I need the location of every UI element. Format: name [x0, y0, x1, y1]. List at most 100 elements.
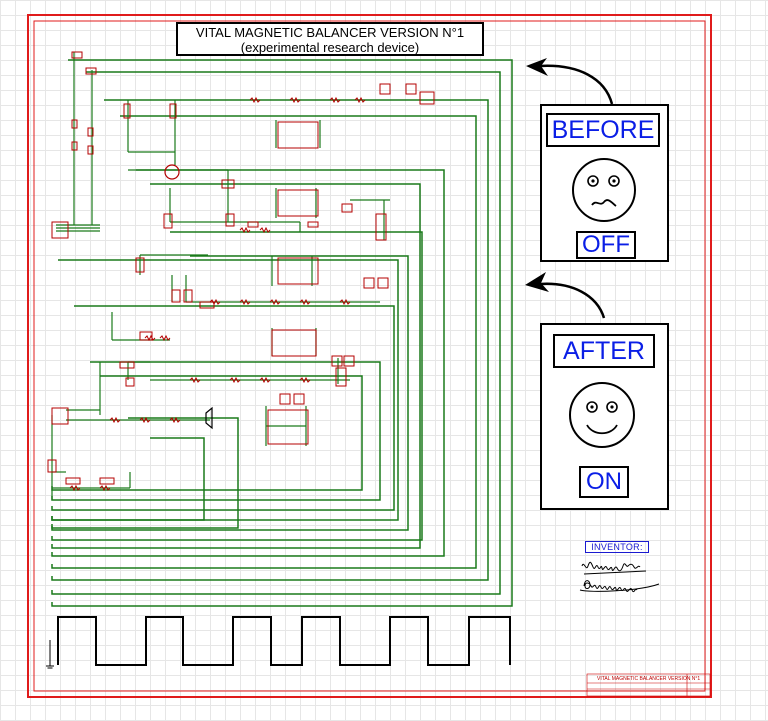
arrow-top-head	[526, 58, 548, 76]
component	[277, 121, 319, 149]
component	[71, 119, 78, 129]
ground-symbol	[46, 640, 54, 669]
component	[87, 145, 94, 155]
resistor	[144, 334, 156, 342]
sad-face-icon	[572, 158, 636, 222]
outer-frame	[27, 14, 712, 698]
resistor	[69, 484, 81, 492]
resistor	[159, 334, 171, 342]
component	[363, 277, 375, 289]
bus-loop	[51, 59, 513, 607]
resistor	[169, 416, 181, 424]
component	[279, 393, 291, 405]
component	[171, 289, 181, 303]
bus-loop	[51, 71, 501, 595]
component	[267, 409, 309, 445]
inventor-label: INVENTOR:	[585, 541, 649, 553]
component	[183, 289, 193, 303]
title-line-1: VITAL MAGNETIC BALANCER VERSION N°1	[195, 25, 465, 40]
resistor	[259, 376, 271, 384]
bus-loop	[51, 169, 445, 557]
resistor	[329, 96, 341, 104]
component	[221, 179, 235, 189]
component	[139, 331, 153, 341]
bus-loop	[51, 231, 423, 541]
circuit-wires	[51, 52, 390, 500]
bus-loop	[51, 255, 409, 531]
component	[343, 355, 355, 367]
component	[87, 127, 94, 137]
component	[379, 83, 391, 95]
resistor	[259, 226, 271, 234]
component	[277, 257, 319, 285]
resistor	[239, 226, 251, 234]
resistor	[249, 96, 261, 104]
component	[51, 221, 69, 239]
bus-loop	[51, 417, 239, 529]
wire-bus-loops	[51, 59, 513, 607]
component	[331, 355, 343, 367]
component	[375, 213, 387, 241]
component	[277, 189, 319, 217]
component	[51, 407, 69, 425]
resistor	[189, 376, 201, 384]
bus-loop	[51, 259, 399, 521]
on-label: ON	[579, 466, 629, 498]
component	[419, 91, 435, 105]
resistor	[339, 298, 351, 306]
component	[271, 329, 317, 357]
component	[377, 277, 389, 289]
arrow-top	[539, 64, 614, 105]
inventor-signatures	[579, 561, 660, 593]
component	[135, 257, 145, 273]
component	[71, 141, 78, 151]
off-label: OFF	[576, 231, 636, 259]
coil	[164, 164, 180, 180]
resistor	[289, 96, 301, 104]
drawing-title: VITAL MAGNETIC BALANCER VERSION N°1 (exp…	[176, 22, 484, 56]
bus-loop	[51, 361, 381, 501]
bus-loop	[51, 115, 477, 569]
component	[199, 301, 215, 309]
resistor	[239, 298, 251, 306]
speaker	[205, 406, 213, 430]
inner-frame	[33, 20, 706, 692]
component	[125, 377, 135, 387]
circuit-components	[47, 51, 435, 492]
resistor	[139, 416, 151, 424]
component	[47, 459, 57, 473]
happy-face-icon	[569, 382, 635, 448]
arrow-bottom-head	[525, 272, 549, 292]
resistor	[229, 376, 241, 384]
resistor	[269, 298, 281, 306]
after-heading: AFTER	[553, 334, 655, 368]
component	[335, 367, 347, 387]
component	[307, 221, 319, 228]
resistor	[299, 298, 311, 306]
component	[119, 361, 135, 369]
component	[85, 67, 97, 75]
resistor	[99, 484, 111, 492]
component	[71, 51, 83, 59]
component	[123, 103, 131, 119]
resistor	[354, 96, 366, 104]
arrow-bottom	[539, 282, 606, 319]
component	[163, 213, 173, 229]
component	[169, 103, 177, 119]
title-block-name: VITAL MAGNETIC BALANCER VERSION N°1	[597, 676, 701, 682]
component	[293, 393, 305, 405]
bus-loop	[51, 375, 363, 491]
component	[225, 213, 235, 227]
bus-loop	[51, 183, 421, 549]
component	[247, 221, 259, 228]
resistor	[209, 298, 221, 306]
before-heading: BEFORE	[546, 113, 660, 147]
resistor	[109, 416, 121, 424]
component	[341, 203, 353, 213]
title-block	[586, 673, 711, 697]
component	[65, 477, 81, 485]
bus-loop	[51, 305, 395, 511]
bus-loop	[51, 437, 205, 521]
